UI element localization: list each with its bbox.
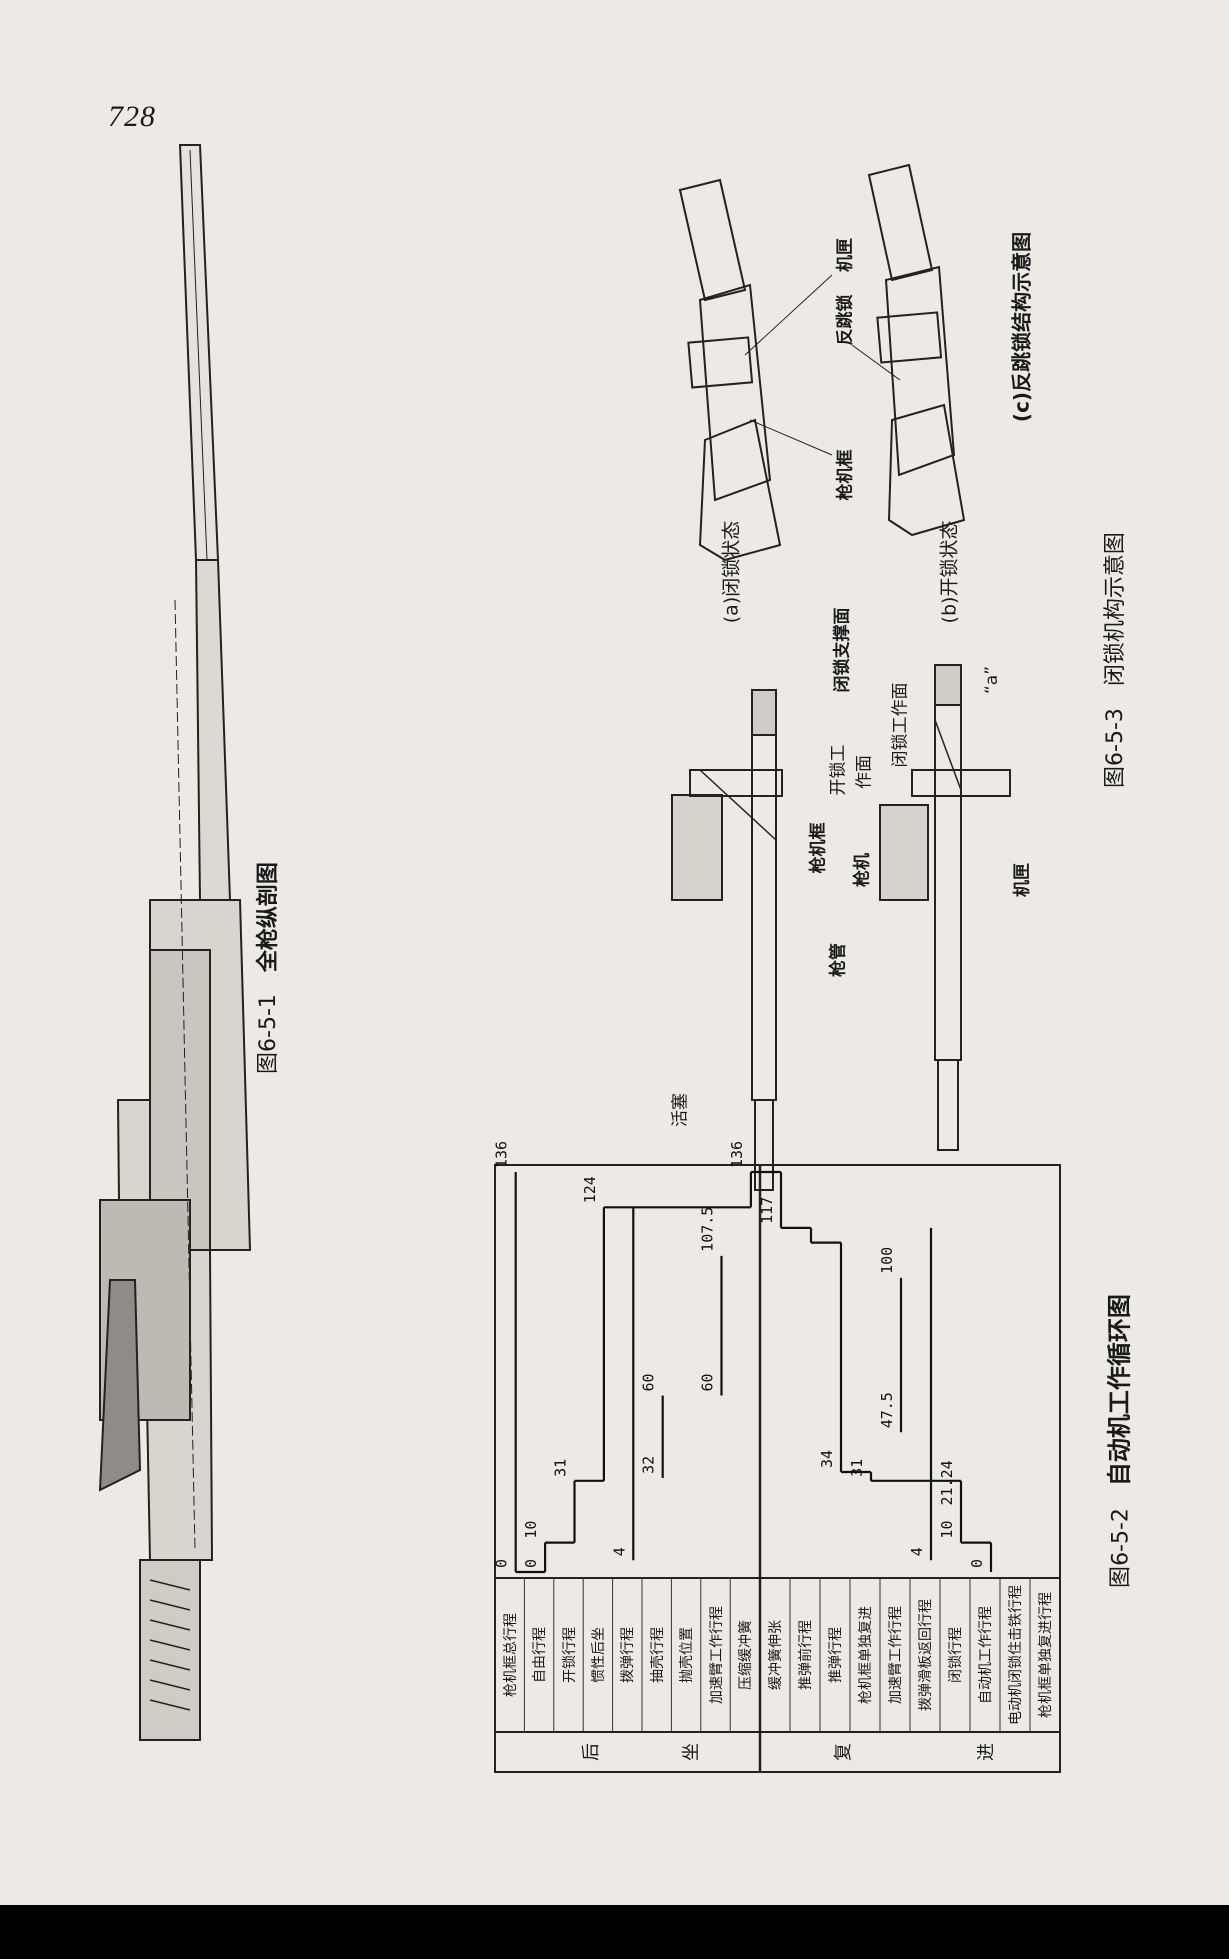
figure-2-number: 图6-5-2 [1108, 1508, 1134, 1588]
cycle-value-label: 47.5 [878, 1392, 896, 1428]
row-label: 推弹前行程 [798, 1620, 814, 1690]
cycle-value-label: 117 [758, 1197, 776, 1224]
open-state-section [879, 664, 1011, 1151]
cycle-value-label: 0 [968, 1559, 986, 1568]
figure-2-caption: 图6-5-2 自动机工作循环图 [1100, 1294, 1135, 1588]
row-label: 拨弹滑板返回行程 [918, 1599, 934, 1711]
cycle-value-label: 4 [908, 1547, 926, 1556]
closed-state-sketch [678, 178, 782, 562]
row-label: 加速臂工作行程 [708, 1606, 725, 1704]
cycle-value-label: 31 [552, 1459, 570, 1477]
page-number: 728 [108, 100, 156, 133]
row-label: 拨弹行程 [620, 1627, 637, 1683]
row-label: 推弹行程 [828, 1627, 844, 1683]
row-label: 枪机框单独复进 [858, 1606, 874, 1704]
cycle-value-label: 10 [522, 1521, 540, 1539]
row-label: 自动机工作行程 [978, 1606, 994, 1704]
row-label: 加速臂工作行程 [888, 1606, 904, 1704]
row-label: 惯性后坐 [590, 1627, 607, 1683]
scan-border [0, 1905, 1229, 1959]
cycle-value-label: 136 [493, 1141, 511, 1168]
cycle-value-label: 32 [640, 1456, 658, 1474]
open-state-sketch [867, 163, 966, 537]
cycle-value-label: 10 [938, 1521, 956, 1539]
cycle-value-label: 124 [581, 1176, 599, 1203]
row-label: 电动机闭锁住击铁行程 [1008, 1585, 1024, 1725]
row-label: 枪机框总行程 [502, 1613, 519, 1697]
closed-state-section [671, 689, 783, 1191]
row-label: 闭锁行程 [948, 1627, 964, 1683]
cycle-value-label: 100 [878, 1247, 896, 1274]
cycle-value-label: 60 [699, 1373, 717, 1391]
group-return-top: 复 [833, 1743, 854, 1761]
group-return-bottom: 进 [976, 1743, 997, 1761]
cycle-value-label: 60 [640, 1373, 658, 1391]
figure-2-title: 自动机工作循环图 [1105, 1294, 1134, 1487]
cycle-value-label: 0 [522, 1559, 540, 1568]
cycle-value-label: 34 [818, 1450, 836, 1468]
row-label: 开锁行程 [561, 1627, 578, 1683]
cycle-value-label: 31 [848, 1459, 866, 1477]
cycle-value-label: 21.24 [938, 1460, 956, 1505]
row-label: 抽壳行程 [649, 1627, 666, 1683]
row-label: 枪机框单独复进行程 [1038, 1592, 1054, 1718]
group-recoil-top: 后 [581, 1743, 602, 1761]
row-label: 抛壳位置 [679, 1627, 696, 1683]
row-label: 压缩缓冲簧 [737, 1620, 754, 1690]
cycle-value-label: 107.5 [699, 1207, 717, 1252]
cycle-value-label: 4 [610, 1547, 628, 1556]
row-label: 自由行程 [532, 1627, 549, 1683]
cycle-value-label: 0 [493, 1559, 511, 1568]
row-label: 缓冲簧伸张 [768, 1620, 784, 1690]
group-recoil-bottom: 坐 [681, 1743, 702, 1761]
cycle-value-label: 136 [728, 1141, 746, 1168]
